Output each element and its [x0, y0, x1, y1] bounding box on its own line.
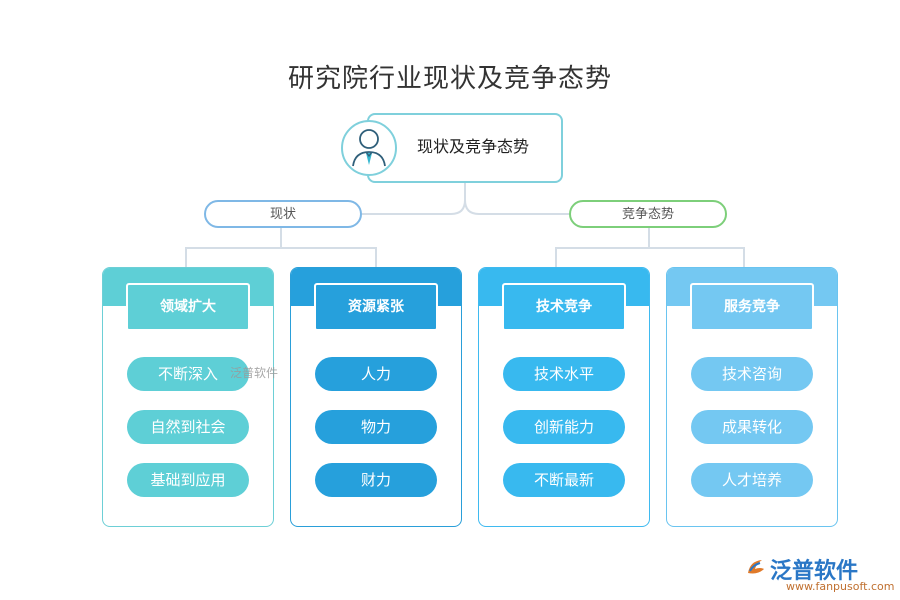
branch-competition: 竞争态势 — [569, 200, 727, 228]
list-item: 人力 — [315, 357, 437, 391]
card-heading: 服务竞争 — [690, 283, 814, 331]
list-item: 成果转化 — [691, 410, 813, 444]
list-item: 基础到应用 — [127, 463, 249, 497]
card-field-expansion: 领域扩大 不断深入 自然到社会 基础到应用 — [102, 267, 274, 527]
list-item: 不断最新 — [503, 463, 625, 497]
card-service-competition: 服务竞争 技术咨询 成果转化 人才培养 — [666, 267, 838, 527]
list-item: 创新能力 — [503, 410, 625, 444]
list-item: 技术水平 — [503, 357, 625, 391]
list-item: 技术咨询 — [691, 357, 813, 391]
card-heading: 技术竞争 — [502, 283, 626, 331]
list-item: 物力 — [315, 410, 437, 444]
list-item: 财力 — [315, 463, 437, 497]
list-item: 自然到社会 — [127, 410, 249, 444]
watermark-brand: 泛普软件 — [770, 559, 859, 584]
list-item: 不断深入 — [127, 357, 249, 391]
card-heading: 领域扩大 — [126, 283, 250, 331]
watermark-small: 泛普软件 — [230, 366, 279, 380]
card-heading: 资源紧张 — [314, 283, 438, 331]
branch-status: 现状 — [204, 200, 362, 228]
watermark-url: www.fanpusoft.com — [786, 580, 895, 593]
person-icon — [341, 120, 397, 176]
page-title: 研究院行业现状及竞争态势 — [287, 64, 612, 94]
card-resource-shortage: 资源紧张 人力 物力 财力 — [290, 267, 462, 527]
list-item: 人才培养 — [691, 463, 813, 497]
root-label: 现状及竞争态势 — [417, 137, 530, 156]
brand-logo-icon — [748, 560, 764, 574]
card-tech-competition: 技术竞争 技术水平 创新能力 不断最新 — [478, 267, 650, 527]
